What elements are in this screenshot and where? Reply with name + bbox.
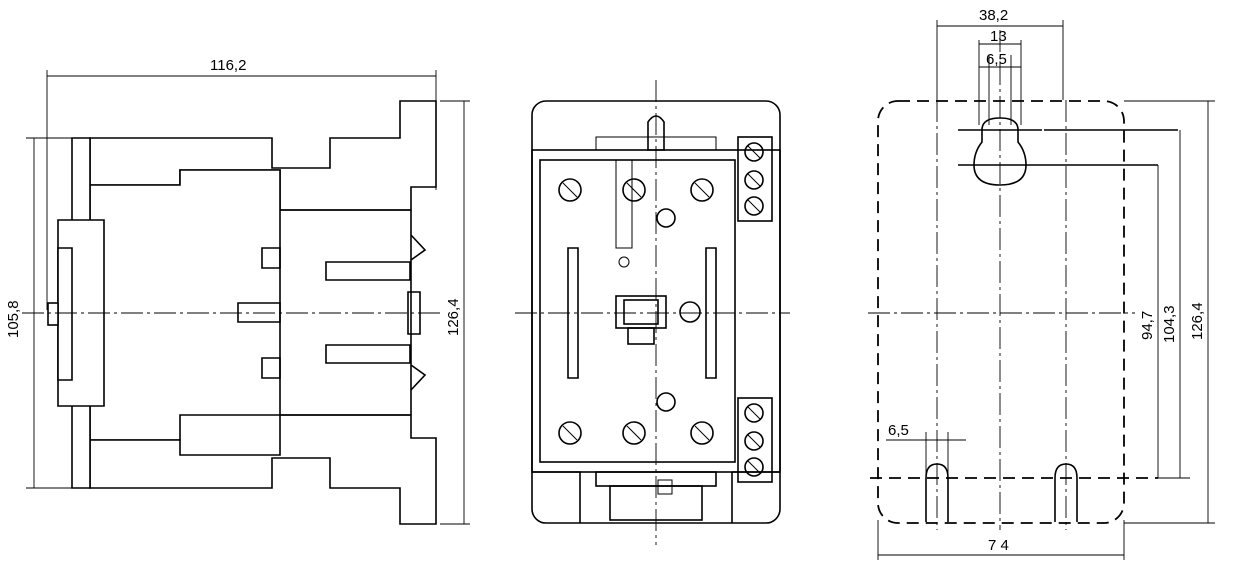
side-view: 116,2 105,8 126,4 xyxy=(5,57,470,525)
dim-spacing-1: 94,7 xyxy=(1139,311,1156,340)
dim-height-side: 105,8 xyxy=(5,300,22,338)
dim-base-width: 7 4 xyxy=(988,537,1009,554)
dim-total-height-side: 126,4 xyxy=(445,298,462,336)
dim-total-height-mount: 126,4 xyxy=(1189,302,1206,340)
terminal-screws xyxy=(558,142,764,477)
front-view xyxy=(515,80,790,545)
dim-width-side: 116,2 xyxy=(210,57,246,74)
dim-slot-width: 13 xyxy=(990,28,1007,45)
dim-hole-width: 6,5 xyxy=(986,51,1007,68)
dim-spacing-2: 104,3 xyxy=(1161,305,1178,343)
mounting-view: 38,2 13 6,5 6,5 7 4 94,7 104,3 126,4 xyxy=(868,7,1215,560)
dim-top-width: 38,2 xyxy=(979,7,1008,24)
dim-bottom-hole-width: 6,5 xyxy=(888,422,909,439)
